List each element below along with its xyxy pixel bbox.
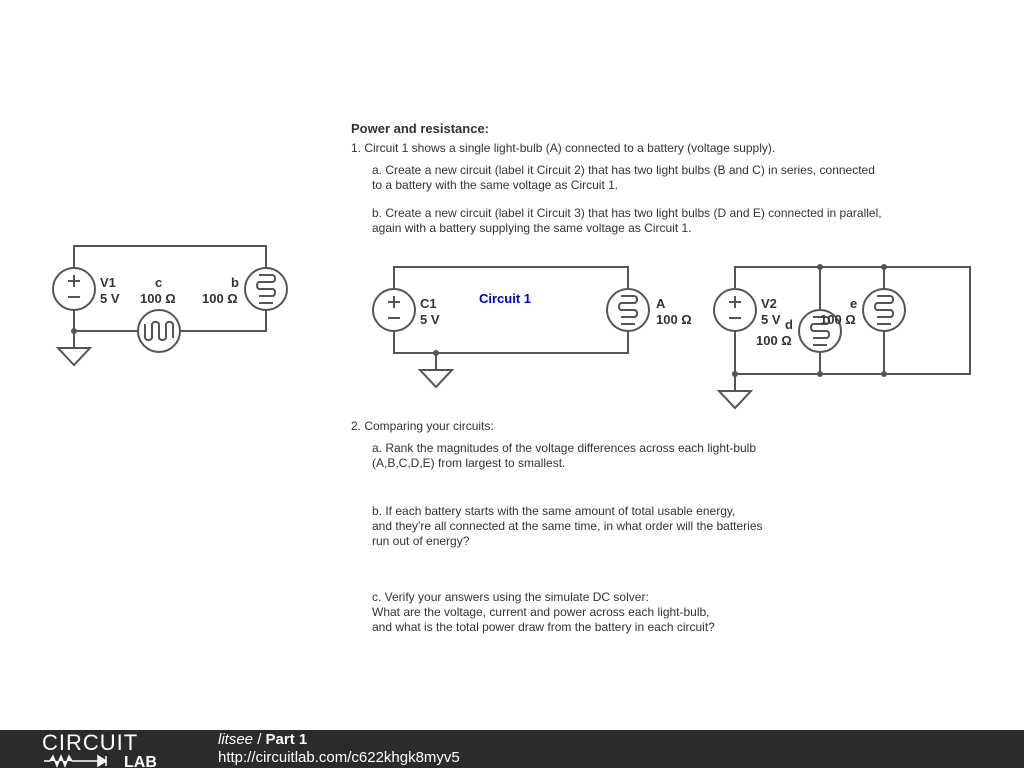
source-value-label: 5 V <box>761 312 781 327</box>
bulb-d-value-label: 100 Ω <box>756 333 792 348</box>
author-link[interactable]: litsee <box>218 731 254 748</box>
question-1b-line-1: b. Create a new circuit (label it Circui… <box>372 206 882 220</box>
bulb-a-value-label: 100 Ω <box>656 312 692 327</box>
question-2b-line-3: run out of energy? <box>372 534 470 548</box>
junction-dot <box>817 371 823 377</box>
question-1a-line-2: to a battery with the same voltage as Ci… <box>372 178 619 192</box>
circuitlab-logo[interactable]: CIRCUIT LAB <box>40 732 180 768</box>
ground-symbol <box>419 369 453 388</box>
bulb-b[interactable] <box>244 267 288 311</box>
bulb-c-name-label: c <box>155 275 162 290</box>
source-value-label: 5 V <box>100 291 120 306</box>
voltage-source-c1[interactable] <box>372 288 416 332</box>
logo-bottom-text: LAB <box>124 754 157 768</box>
ground-symbol <box>57 347 91 366</box>
question-2b-line-1: b. If each battery starts with the same … <box>372 504 736 518</box>
question-2c-line-3: and what is the total power draw from th… <box>372 620 715 634</box>
bulb-c[interactable] <box>137 309 181 353</box>
title-separator: / <box>253 731 266 748</box>
question-2c-line-1: c. Verify your answers using the simulat… <box>372 590 649 604</box>
question-1a-line-1: a. Create a new circuit (label it Circui… <box>372 163 875 177</box>
junction-dot <box>881 264 887 270</box>
footer-bar: CIRCUIT LAB litsee / Part 1 http://circu… <box>0 730 1024 768</box>
source-value-label: 5 V <box>420 312 440 327</box>
junction-dot <box>433 350 439 356</box>
circuit-title-line: litsee / Part 1 <box>218 731 307 748</box>
parallel-circuit: V2 5 V d 100 Ω e 100 Ω <box>713 264 971 409</box>
bulb-a[interactable] <box>606 288 650 332</box>
voltage-source-v1[interactable] <box>52 267 96 311</box>
junction-dot <box>732 371 738 377</box>
section-heading: Power and resistance: <box>351 121 489 136</box>
bulb-a-name-label: A <box>656 296 666 311</box>
question-2b-line-2: and they're all connected at the same ti… <box>372 519 763 533</box>
junction-dot <box>71 328 77 334</box>
source-name-label: C1 <box>420 296 437 311</box>
bulb-e[interactable] <box>862 288 906 332</box>
logo-circuit-icon <box>44 753 108 768</box>
junction-dot <box>881 371 887 377</box>
bulb-b-name-label: b <box>231 275 239 290</box>
bulb-d-name-label: d <box>785 317 793 332</box>
junction-dot <box>817 264 823 270</box>
source-name-label: V1 <box>100 275 116 290</box>
ground-symbol <box>718 390 752 409</box>
logo-top-text: CIRCUIT <box>42 732 138 755</box>
question-2a-line-2: (A,B,C,D,E) from largest to smallest. <box>372 456 566 470</box>
circuit-title: Part 1 <box>265 731 308 748</box>
bulb-e-name-label: e <box>850 296 857 311</box>
circuit-url[interactable]: http://circuitlab.com/c622khgk8myv5 <box>218 749 460 766</box>
question-1: 1. Circuit 1 shows a single light-bulb (… <box>351 141 776 155</box>
bulb-e-value-label: 100 Ω <box>820 312 856 327</box>
circuit-1: Circuit 1 C1 5 V A 100 Ω <box>372 266 692 388</box>
source-name-label: V2 <box>761 296 777 311</box>
series-circuit: V1 5 V c 100 Ω b 100 Ω <box>52 245 288 366</box>
question-2: 2. Comparing your circuits: <box>351 419 494 433</box>
question-1b-line-2: again with a battery supplying the same … <box>372 221 692 235</box>
bulb-c-value-label: 100 Ω <box>140 291 176 306</box>
circuit-1-title: Circuit 1 <box>479 291 531 306</box>
voltage-source-v2[interactable] <box>713 288 757 332</box>
parallel-circuit-wires <box>734 266 971 391</box>
bulb-b-value-label: 100 Ω <box>202 291 238 306</box>
question-2c-line-2: What are the voltage, current and power … <box>372 605 710 619</box>
question-2a-line-1: a. Rank the magnitudes of the voltage di… <box>372 441 757 455</box>
